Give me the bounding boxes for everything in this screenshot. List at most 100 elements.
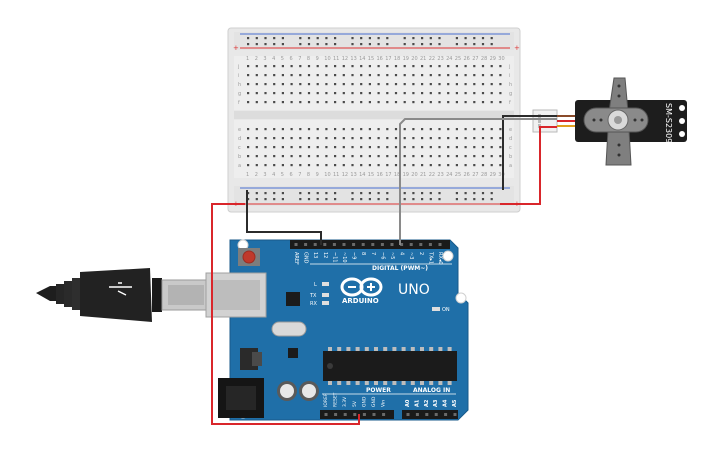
digital-pin-label: TX▸1 — [427, 251, 433, 264]
usb-plug-body — [80, 268, 152, 322]
row-letter: e — [238, 127, 241, 133]
top-rail-holes — [247, 37, 493, 46]
wires[interactable] — [211, 115, 557, 425]
row-letter: g — [238, 91, 241, 97]
column-number: 20 — [411, 172, 417, 178]
digital-header — [290, 240, 450, 249]
column-number: 17 — [385, 172, 391, 178]
column-number: 12 — [342, 172, 348, 178]
bottom-rail-holes — [247, 192, 493, 201]
led-l — [322, 282, 329, 286]
column-number: 30 — [498, 172, 504, 178]
wire-servo-power-red[interactable] — [500, 126, 557, 205]
column-number: 2 — [255, 56, 258, 62]
servo-model-label: SM-S2309S — [664, 103, 673, 148]
analog-in-label: ANALOG IN — [413, 387, 450, 394]
power-pin-label: GND — [361, 396, 367, 407]
column-number: 20 — [411, 56, 417, 62]
column-number: 16 — [377, 172, 383, 178]
power-header — [320, 410, 394, 419]
row-letter: j — [508, 64, 510, 70]
column-number: 14 — [359, 56, 365, 62]
analog-pin-label: A0 — [405, 399, 411, 407]
row-letter: d — [509, 136, 512, 142]
column-number: 18 — [394, 56, 400, 62]
row-letter: i — [238, 73, 239, 79]
column-number: 22 — [429, 56, 435, 62]
row-letter: j — [237, 64, 239, 70]
wire-5v-red[interactable] — [211, 203, 360, 425]
analog-pin-label: A1 — [414, 399, 420, 407]
power-pin-label: RESET — [333, 392, 339, 407]
column-number: 19 — [403, 172, 409, 178]
column-number: 9 — [316, 172, 319, 178]
column-number: 1 — [246, 56, 249, 62]
atmega-chip — [323, 351, 457, 381]
digital-pin-label: ~5 — [389, 252, 395, 259]
rail-plus-label-right: + — [514, 44, 520, 52]
usb-cable[interactable] — [36, 268, 211, 322]
column-number: 6 — [290, 172, 293, 178]
column-number: 10 — [324, 56, 330, 62]
terminal-holes — [247, 65, 502, 167]
column-number: 3 — [263, 56, 266, 62]
column-number: 4 — [272, 56, 275, 62]
column-number: 26 — [464, 56, 470, 62]
column-number: 11 — [333, 172, 339, 178]
row-letter: c — [238, 145, 241, 151]
digital-pin-label: ~11 — [331, 252, 337, 263]
column-number: 23 — [437, 56, 443, 62]
terminal-strip-bottom — [234, 120, 514, 178]
power-pin-label: Vin — [381, 400, 387, 407]
digital-pin-label: RX◂0 — [437, 252, 443, 265]
digital-pin-label: ~10 — [341, 252, 347, 263]
column-number: 14 — [359, 172, 365, 178]
row-letter: b — [238, 154, 241, 160]
column-number: 5 — [281, 172, 284, 178]
digital-pin-label: ~3 — [408, 252, 414, 259]
rail-plus-label: + — [233, 44, 239, 52]
wire-gnd-black[interactable] — [246, 190, 322, 245]
power-pin-label: IOREF — [323, 393, 329, 407]
digital-pin-label: AREF — [293, 252, 299, 265]
column-number: 9 — [316, 56, 319, 62]
column-number: 4 — [272, 172, 275, 178]
column-number: 12 — [342, 56, 348, 62]
column-number: 24 — [446, 56, 452, 62]
column-number: 29 — [490, 172, 496, 178]
analog-pin-label: A3 — [433, 399, 439, 407]
column-number: 26 — [464, 172, 470, 178]
column-number: 8 — [307, 56, 310, 62]
row-letter: h — [509, 82, 512, 88]
column-number: 29 — [490, 56, 496, 62]
terminal-strip-top — [234, 56, 514, 110]
row-letter: e — [509, 127, 512, 133]
led-l-label: L — [314, 282, 317, 288]
column-number: 15 — [368, 56, 374, 62]
digital-pin-label: 13 — [312, 252, 318, 258]
wire-signal-gray[interactable] — [399, 118, 557, 245]
wire-servo-gnd-black[interactable] — [502, 115, 557, 190]
column-number: 1 — [246, 172, 249, 178]
on-led — [432, 307, 440, 311]
column-number: 27 — [472, 56, 478, 62]
breadboard[interactable]: + + 112233445566778899101011111212131314… — [227, 27, 521, 213]
digital-label: DIGITAL (PWM~) — [372, 265, 428, 272]
usb-chip — [286, 292, 300, 306]
column-number: 21 — [420, 172, 426, 178]
row-letter: i — [509, 73, 510, 79]
column-numbers: 1122334455667788991010111112121313141415… — [246, 56, 505, 178]
power-pin-label: GND — [371, 396, 377, 407]
arduino-logo-text: ARDUINO — [342, 297, 379, 305]
column-number: 7 — [298, 172, 301, 178]
column-number: 3 — [263, 172, 266, 178]
column-number: 8 — [307, 172, 310, 178]
servo-motor[interactable]: SM-S2309S — [532, 77, 687, 166]
led-rx — [322, 301, 329, 305]
